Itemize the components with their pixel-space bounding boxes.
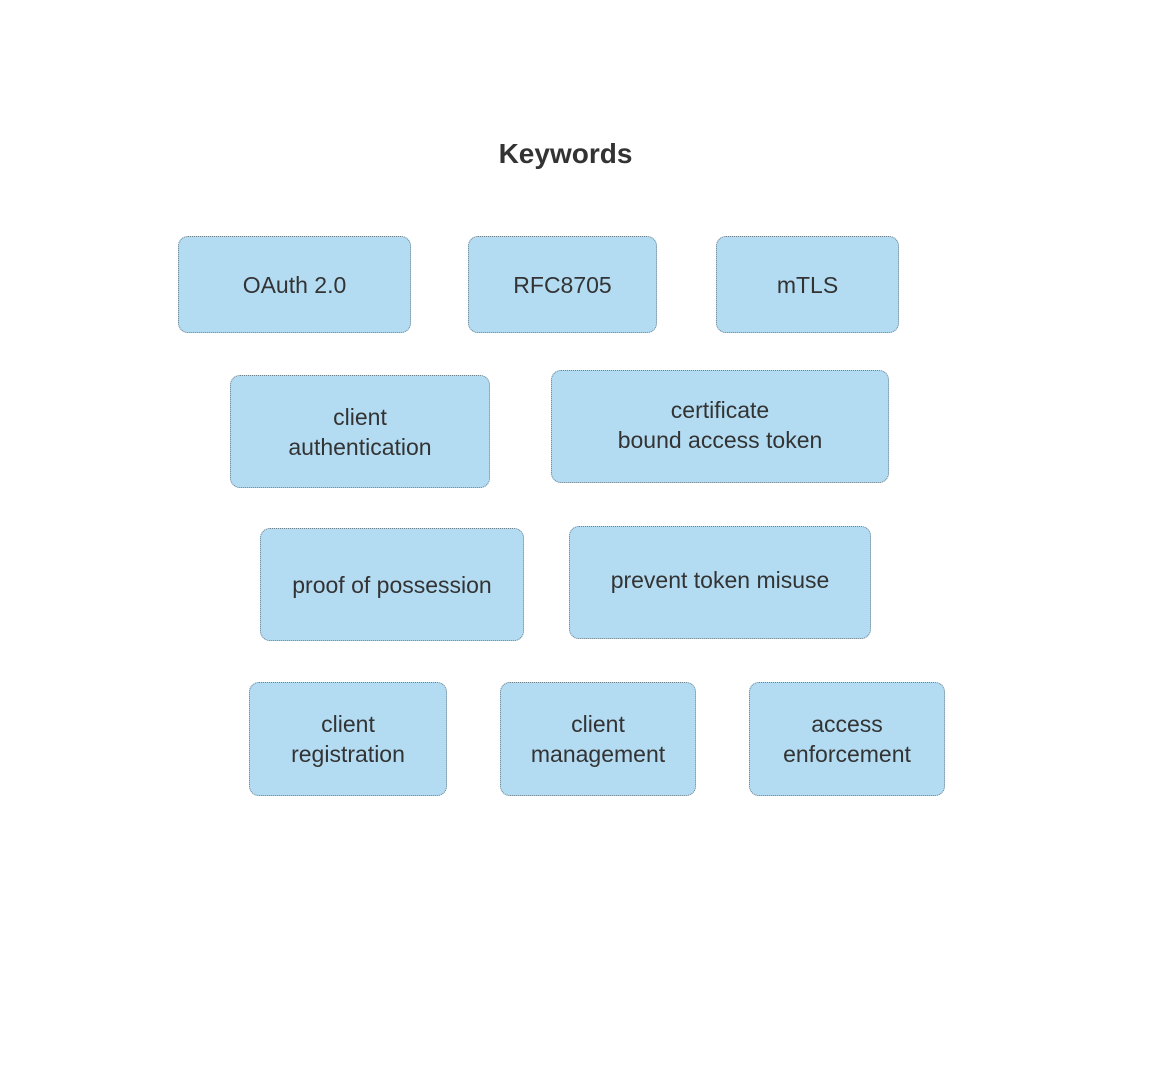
diagram-title: Keywords	[498, 138, 633, 169]
keyword-box-client-authentication: client authentication	[230, 375, 490, 488]
keyword-label: client management	[530, 711, 666, 767]
keyword-box-proof-of-possession: proof of possession	[260, 528, 524, 641]
keyword-label: client registration	[291, 711, 405, 767]
keyword-label: client authentication	[288, 403, 432, 460]
keyword-label: access enforcement	[783, 711, 911, 767]
keyword-label: RFC8705	[513, 271, 612, 298]
keyword-box-certificate-bound-access-token: certificate bound access token	[551, 370, 889, 483]
keyword-label: certificate bound access token	[617, 396, 823, 453]
keyword-box-client-management: client management	[500, 682, 696, 796]
keyword-box-oauth: OAuth 2.0	[178, 236, 411, 333]
keyword-label: prevent token misuse	[610, 566, 830, 593]
keyword-box-rfc8705: RFC8705	[468, 236, 657, 333]
keyword-label: mTLS	[776, 271, 839, 298]
keyword-box-client-registration: client registration	[249, 682, 447, 796]
keyword-label: proof of possession	[292, 571, 492, 598]
keyword-box-access-enforcement: access enforcement	[749, 682, 945, 796]
keyword-box-mtls: mTLS	[716, 236, 899, 333]
keyword-box-prevent-token-misuse: prevent token misuse	[569, 526, 871, 639]
keyword-label: OAuth 2.0	[242, 271, 347, 298]
